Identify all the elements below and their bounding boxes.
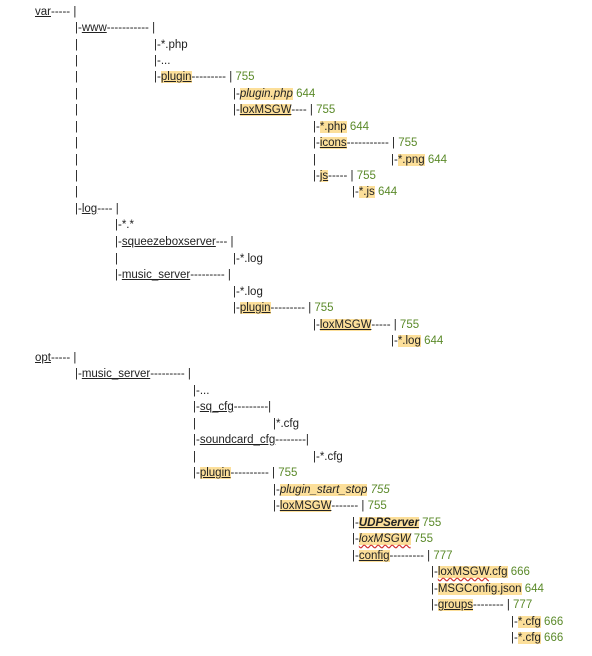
tree-line-star-php: |-*.php 644: [313, 121, 370, 133]
file-msgconfig-json: MSGConfig.json: [437, 583, 522, 595]
dir-log: log: [81, 203, 98, 215]
dir-soundcard-cfg: soundcard_cfg: [199, 434, 276, 446]
tree-connector: |: [75, 104, 78, 116]
tree-connector: |: [193, 451, 196, 463]
file-star-cfg: *.cfg: [517, 632, 541, 644]
file-star-js: *.js: [358, 186, 375, 198]
file-loxmsgw-cfg: loxMSGW.cfg: [437, 566, 508, 578]
dir-loxmsgw: loxMSGW: [319, 319, 372, 331]
dir-sq-cfg: sq_cfg: [199, 401, 234, 413]
file-udpserver: UDPServer: [358, 517, 419, 529]
dir-music-server: music_server: [81, 368, 151, 380]
tree-line-udpserver: |-UDPServer 755: [352, 517, 442, 529]
tree-line-plugin-php: |-plugin.php 644: [233, 88, 316, 100]
file-glob-php: |-*.php: [154, 39, 188, 51]
permission-badge: 755: [235, 71, 255, 83]
file-ellipsis: |-...: [154, 55, 171, 67]
dir-plugin: plugin: [199, 467, 231, 479]
dir-plugin: plugin: [239, 302, 271, 314]
file-star-log: |-*.log: [233, 253, 263, 265]
dir-www: www: [81, 22, 107, 34]
tree-connector: |: [75, 55, 78, 67]
tree-line-var: var----- |: [35, 6, 77, 18]
tree-line-start-stop: |-plugin_start_stop 755: [273, 484, 390, 496]
dir-groups: groups: [437, 599, 473, 611]
tree-line-group-cfg: |-*.cfg 666: [511, 616, 564, 628]
dir-loxmsgw: loxMSGW: [279, 500, 332, 512]
tree-line-star-js: |-*.js 644: [352, 186, 398, 198]
dir-var: var: [35, 6, 51, 18]
tree-line-config: |-config--------- | 777: [352, 550, 453, 562]
tree-line-plugin: |-plugin--------- | 755: [154, 71, 255, 83]
file-png: *.png: [397, 154, 425, 166]
dir-music-server: music_server: [121, 269, 191, 281]
file-ellipsis: |-...: [193, 385, 210, 397]
tree-line-lox-log: |-*.log 644: [391, 335, 444, 347]
tree-connector: |: [75, 88, 78, 100]
file-star-cfg: |-*.cfg: [313, 451, 343, 463]
tree-connector: |: [75, 121, 78, 133]
tree-line-groups: |-groups-------- | 777: [431, 599, 533, 611]
tree-line-icons: |-icons----------- | 755: [313, 137, 418, 149]
tree-connector: |: [75, 186, 78, 198]
dir-plugin: plugin: [160, 71, 192, 83]
tree-line-opt: opt----- |: [35, 352, 77, 364]
file-plugin-start-stop: plugin_start_stop: [279, 484, 368, 496]
file-star-php: *.php: [319, 121, 347, 133]
tree-connector: |: [75, 154, 78, 166]
file-star-log: |-*.log: [233, 286, 263, 298]
tree-line-loxmsgw-cfg: |-loxMSGW.cfg 666: [431, 566, 530, 578]
dir-squeezeboxserver: squeezeboxserver: [121, 236, 216, 248]
tree-line-squeezebox: |-squeezeboxserver--- |: [115, 236, 234, 248]
tree-line-log: |-log---- |: [75, 203, 119, 215]
tree-line-opt-music: |-music_server--------- |: [75, 368, 191, 380]
tree-line-js: |-js----- | 755: [313, 170, 376, 182]
tree-connector: |: [313, 154, 316, 166]
dir-icons: icons: [319, 137, 347, 149]
dir-js: js: [319, 170, 329, 182]
file-star-star: |-*.*: [115, 219, 134, 231]
tree-line-log-loxmsgw: |-loxMSGW----- | 755: [313, 319, 420, 331]
file-loxmsgw: loxMSGW: [358, 533, 411, 545]
dir-opt: opt: [35, 352, 51, 364]
dir-config: config: [358, 550, 390, 562]
tree-line-msgconfig: |-MSGConfig.json 644: [431, 583, 544, 595]
file-star-log: *.log: [397, 335, 421, 347]
tree-connector: |: [115, 253, 118, 265]
dir-loxmsgw: loxMSGW: [239, 104, 292, 116]
tree-connector: |: [75, 71, 78, 83]
tree-line-www: |-www----------- |: [75, 22, 156, 34]
tree-line-log-plugin: |-plugin--------- | 755: [233, 302, 334, 314]
tree-connector: |: [75, 137, 78, 149]
file-star-cfg: |*.cfg: [273, 418, 299, 430]
file-star-cfg: *.cfg: [517, 616, 541, 628]
tree-line-soundcard: |-soundcard_cfg--------|: [193, 434, 309, 446]
tree-line-music-server: |-music_server--------- |: [115, 269, 231, 281]
tree-line-opt-loxmsgw: |-loxMSGW------- | 755: [273, 500, 387, 512]
tree-connector: |: [75, 170, 78, 182]
tree-line-loxmsgw: |-loxMSGW---- | 755: [233, 104, 336, 116]
tree-line-group-cfg: |-*.cfg 666: [511, 632, 564, 644]
tree-line-png: |-*.png 644: [391, 154, 448, 166]
tree-line-opt-plugin: |-plugin---------- | 755: [193, 467, 298, 479]
file-plugin-php: plugin.php: [239, 88, 293, 100]
tree-line-loxmsgw-file: |-loxMSGW 755: [352, 533, 433, 545]
tree-line-sq-cfg: |-sq_cfg---------|: [193, 401, 272, 413]
tree-connector: |: [193, 418, 196, 430]
tree-connector: |: [75, 39, 78, 51]
